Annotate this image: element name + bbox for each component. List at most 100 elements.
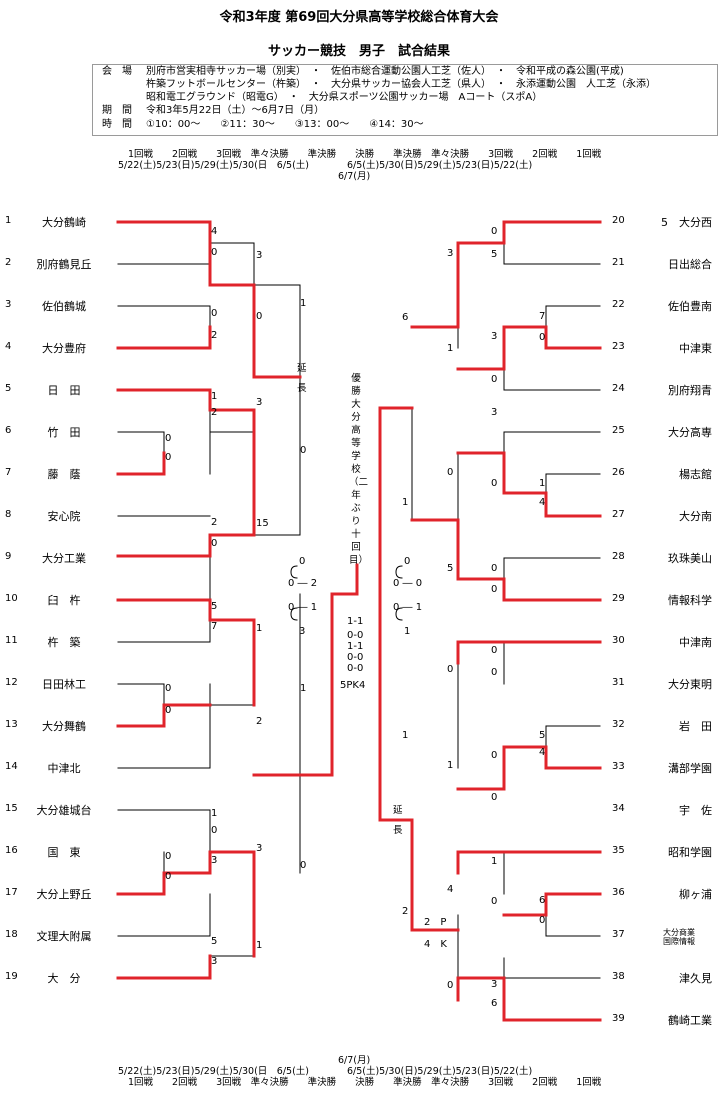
- round-dates-top: 5/22(土)5/23(日)5/29(土)5/30(日 6/5(土) 6/5(土…: [118, 160, 533, 171]
- match-score: 0: [447, 467, 454, 478]
- pk-right-a: 2 P: [424, 917, 447, 928]
- left-team-number: 9: [5, 551, 12, 562]
- bracket-line: [117, 683, 165, 727]
- winner-path: [116, 451, 166, 476]
- match-score: 1: [402, 497, 409, 508]
- right-team-number: 30: [612, 635, 625, 646]
- winner-path: [116, 850, 256, 958]
- bracket-line: [545, 725, 601, 769]
- left-team-number: 7: [5, 467, 12, 478]
- left-team-name: 大分雄城台: [36, 804, 92, 817]
- right-team-number: 24: [612, 383, 625, 394]
- match-score: 1: [491, 856, 498, 867]
- venue-line-2: 杵築フットボールセンター（杵築） ・ 大分県サッカー協会人工芝（県人） ・ 永添…: [146, 79, 656, 90]
- match-score: 4: [539, 497, 546, 508]
- bracket-line: [503, 641, 601, 685]
- final-pk: 5PK4: [340, 680, 366, 691]
- match-score: 0: [211, 247, 218, 258]
- bracket-line: [545, 473, 601, 515]
- match-score: 2: [211, 517, 218, 528]
- right-team-name-2: 国際情報: [663, 937, 695, 946]
- extra-time-left-1: 延: [297, 363, 307, 374]
- bracket-line: [503, 957, 601, 979]
- final-date-bottom: 6/7(月): [338, 1055, 371, 1066]
- winner-path: [456, 976, 602, 1022]
- match-score: 1: [211, 391, 218, 402]
- winner-path: [116, 325, 212, 350]
- match-score: 1: [447, 343, 454, 354]
- left-team-number: 6: [5, 425, 12, 436]
- winner-path: [116, 703, 212, 728]
- match-score: 0: [491, 750, 498, 761]
- match-score: 3: [491, 407, 498, 418]
- left-team-name: 安心院: [47, 510, 81, 523]
- left-team-name: 別府鶴見丘: [36, 258, 92, 271]
- right-team-name: 柳ヶ浦: [679, 888, 712, 901]
- match-score: 3: [256, 250, 263, 261]
- right-team-number: 22: [612, 299, 625, 310]
- right-team-name: 玖珠美山: [668, 552, 712, 565]
- left-team-name: 日田林工: [42, 678, 86, 691]
- pk-right-b: 4 K: [424, 939, 447, 950]
- bracket-line: [253, 376, 301, 536]
- match-score: 3: [491, 331, 498, 342]
- left-team-name: 日 田: [47, 384, 81, 397]
- left-team-name: 佐伯鶴城: [42, 300, 86, 313]
- right-team-number: 33: [612, 761, 625, 772]
- match-score: 15: [256, 518, 269, 529]
- bracket-line: [545, 305, 601, 349]
- match-score: 1: [256, 623, 263, 634]
- left-team-number: 15: [5, 803, 18, 814]
- left-team-number: 2: [5, 257, 12, 268]
- bracket-line: [117, 683, 211, 769]
- right-team-name: 日出総合: [668, 258, 712, 271]
- left-team-name: 中津北: [47, 762, 81, 775]
- bracket-line: [117, 221, 211, 265]
- match-score: 7: [211, 621, 218, 632]
- match-score: 0: [165, 683, 172, 694]
- right-team-name: 昭和学園: [668, 846, 712, 859]
- final-period-1: 0-0: [347, 630, 364, 641]
- match-score: 0: [491, 226, 498, 237]
- bracket-line: [117, 305, 211, 349]
- match-score: 1: [300, 683, 307, 694]
- match-score: 5: [211, 936, 218, 947]
- extra-time-right-1: 延: [393, 805, 403, 816]
- left-team-number: 18: [5, 929, 18, 940]
- right-team-name: 5 大分西: [661, 216, 712, 229]
- right-team-number: 25: [612, 425, 625, 436]
- left-team-name: 大分上野丘: [36, 888, 92, 901]
- venue-line-3: 昭和電工グラウンド（昭電G） ・ 大分県スポーツ公園サッカー場 Aコート（スポA…: [146, 92, 543, 103]
- page-subtitle: サッカー競技 男子 試合結果: [267, 44, 450, 59]
- right-team-name: 大分東明: [668, 678, 712, 691]
- bracket-line: [503, 431, 601, 494]
- left-team-number: 19: [5, 971, 18, 982]
- right-team-number: 38: [612, 971, 625, 982]
- brace-mark: [395, 565, 403, 579]
- bracket-line: [545, 914, 601, 937]
- right-team-name: 別府翔青: [668, 384, 712, 397]
- match-score: 5: [491, 249, 498, 260]
- match-score: 1: [300, 298, 307, 309]
- winner-path: [410, 518, 602, 602]
- left-team-number: 12: [5, 677, 18, 688]
- match-score: 0: [256, 311, 263, 322]
- right-team-number: 32: [612, 719, 625, 730]
- right-team-name: 溝部学園: [668, 762, 712, 775]
- match-score: 7: [539, 311, 546, 322]
- bracket-line: [503, 326, 601, 391]
- left-team-name: 大分工業: [42, 552, 86, 565]
- bracket-line: [117, 893, 211, 937]
- final-aggregate: 1-1: [347, 616, 364, 627]
- left-team-number: 3: [5, 299, 12, 310]
- match-score: 0: [211, 538, 218, 549]
- winner-path: [116, 598, 256, 707]
- right-team-number: 21: [612, 257, 625, 268]
- winner-path: [116, 388, 256, 537]
- final-period-3: 0-0: [347, 652, 364, 663]
- match-score: 5: [211, 601, 218, 612]
- match-score: 4: [211, 226, 218, 237]
- winner-path: [456, 325, 602, 371]
- bracket-line: [209, 431, 255, 515]
- right-team-number: 37: [612, 929, 625, 940]
